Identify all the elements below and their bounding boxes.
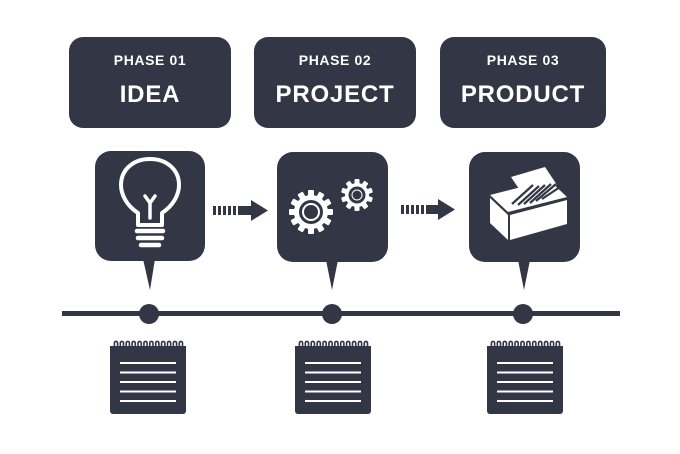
notepad-icon — [487, 340, 563, 414]
phase-name: PRODUCT — [460, 81, 586, 108]
icon-tile-project — [277, 152, 388, 290]
phase-name: IDEA — [119, 81, 181, 108]
arrow-right-icon — [213, 200, 268, 221]
timeline-node-2 — [322, 304, 342, 324]
arrow-right-icon — [401, 199, 455, 220]
phase-card-idea: PHASE 01 IDEA — [69, 37, 231, 128]
timeline-node-1 — [139, 304, 159, 324]
box-icon — [490, 167, 567, 240]
phase-card-project: PHASE 02 PROJECT — [254, 37, 416, 128]
gears-icon — [289, 179, 373, 234]
notepad-icon — [295, 340, 371, 414]
timeline-node-3 — [513, 304, 533, 324]
lightbulb-icon — [119, 157, 181, 248]
phase-number: PHASE 03 — [486, 52, 560, 68]
phase-number: PHASE 01 — [113, 52, 187, 68]
icon-tile-idea — [95, 151, 205, 290]
notepad-icon — [110, 340, 186, 414]
phase-name: PROJECT — [275, 81, 395, 108]
phase-number: PHASE 02 — [298, 52, 372, 68]
phase-card-product: PHASE 03 PRODUCT — [440, 37, 606, 128]
